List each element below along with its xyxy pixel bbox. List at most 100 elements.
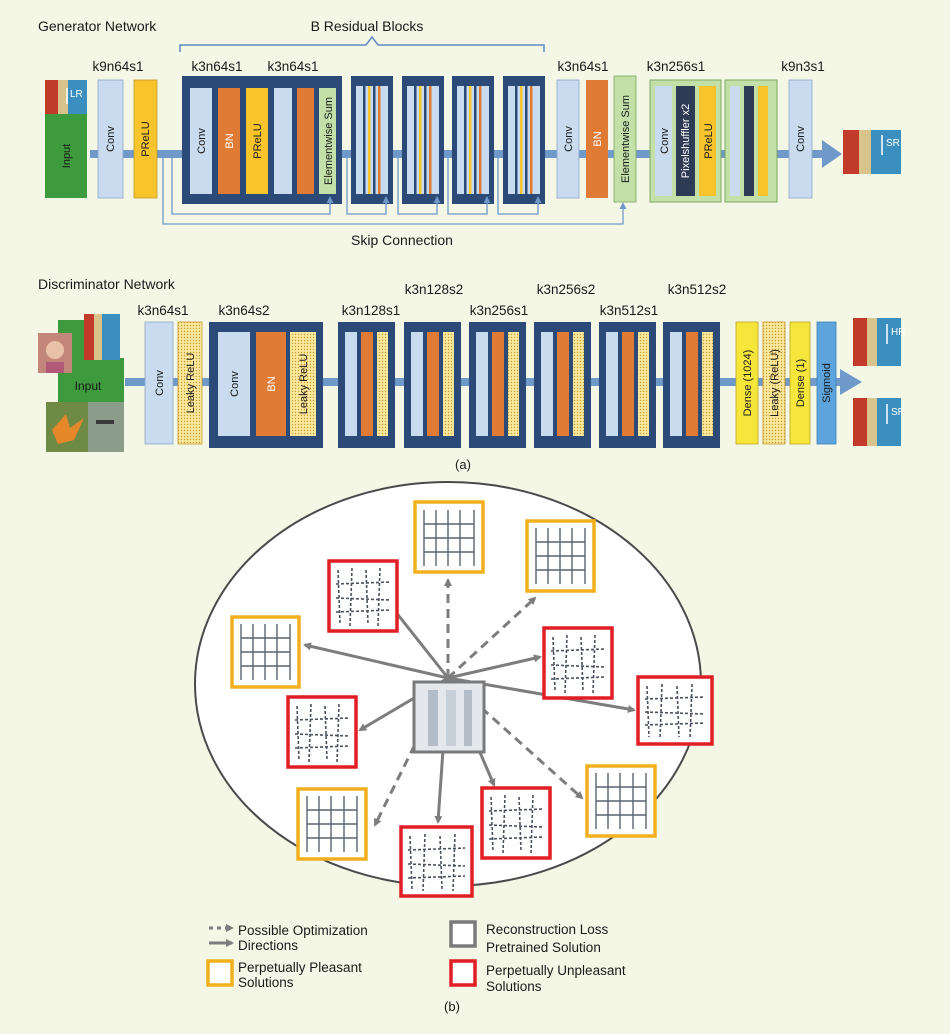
disc-param-1: k3n64s2: [218, 303, 269, 318]
disc-block-6: [599, 322, 656, 448]
residual-block-3: [402, 76, 444, 204]
disc-block-1-conv: [218, 332, 250, 436]
disc-leaky-2: [762, 321, 786, 445]
disc-block-7: [663, 322, 720, 448]
disc-param-0: k3n64s1: [137, 303, 188, 318]
up1-conv: [655, 86, 672, 196]
disc-hr-image: HR: [853, 318, 905, 366]
disc-dense-1024-label: Dense (1024): [742, 350, 754, 417]
pleasant-solution-2: [525, 519, 596, 593]
disc-block-1-bn-label: BN: [266, 376, 278, 391]
res1-prelu: [246, 88, 268, 194]
legend-unpleasant-line1: Perpetually Unpleasant: [486, 963, 626, 978]
disc-block-1-leaky-label: Leaky ReLU: [298, 354, 310, 415]
gen-bn-2: [586, 80, 608, 198]
pleasant-solution-5: [296, 787, 368, 861]
unpleasant-solution-3: [636, 675, 714, 746]
residual-blocks-label: B Residual Blocks: [311, 18, 424, 34]
disc-leaky-2-label: Leaky (ReLU): [769, 349, 781, 417]
legend-reconstruction-line2: Pretrained Solution: [486, 940, 601, 955]
res1-bn-a-label: BN: [224, 133, 236, 148]
disc-block-2: [338, 322, 395, 448]
unpleasant-solution-4: [286, 695, 358, 769]
disc-block-1-conv-label: Conv: [229, 371, 241, 397]
gen-bn-2-label: BN: [592, 131, 604, 146]
disc-param-3: k3n128s2: [405, 282, 464, 297]
up1-pixelshuffler-label: Pixelshuffler x2: [680, 104, 692, 178]
gen-conv-final: [788, 79, 813, 199]
skip-connection-label: Skip Connection: [351, 232, 453, 248]
gen-sr-label: SR: [886, 138, 900, 149]
param-post-conv: k3n64s1: [557, 59, 608, 74]
pleasant-solution-4: [585, 764, 657, 838]
param-res-conv1: k3n64s1: [191, 59, 242, 74]
disc-leaky-1-label: Leaky ReLU: [185, 353, 197, 414]
res1-conv-b: [274, 88, 292, 194]
disc-param-2: k3n128s1: [342, 303, 401, 318]
gen-prelu-1: [133, 79, 158, 199]
lr-label: LR: [70, 89, 83, 100]
gen-input-label: Input: [61, 144, 73, 168]
legend-unpleasant-swatch: [449, 959, 477, 987]
res1-sum-label: Elementwise Sum: [323, 97, 335, 185]
gen-sum-2-label: Elementwise Sum: [620, 95, 632, 183]
discriminator-title: Discriminator Network: [38, 276, 176, 292]
gen-conv-1-label: Conv: [105, 126, 117, 152]
generator-network: Generator Network B Residual Blocks k9n6…: [38, 18, 901, 248]
disc-dense-1: [789, 321, 811, 445]
gen-conv-1: [97, 79, 124, 199]
up1-prelu: [699, 86, 716, 196]
gen-conv-final-label: Conv: [795, 126, 807, 152]
disc-dense-1024: [735, 321, 759, 445]
residual-skip-loops: [171, 154, 542, 215]
residual-block-4: [452, 76, 494, 204]
disc-conv-1-label: Conv: [154, 370, 166, 396]
disc-block-1-bn: [256, 332, 286, 436]
unpleasant-solution-2: [542, 626, 614, 700]
disc-param-6: k3n512s1: [600, 303, 659, 318]
pleasant-solution-3: [230, 615, 301, 689]
gen-conv-2-label: Conv: [563, 126, 575, 152]
disc-sr-label: SR: [891, 407, 905, 418]
res1-conv-a-label: Conv: [196, 128, 208, 154]
residual-block-2: [351, 76, 393, 204]
generator-flow-arrowhead: [822, 140, 842, 168]
generator-title: Generator Network: [38, 18, 157, 34]
disc-dense-1-label: Dense (1): [795, 359, 807, 407]
pretrained-solution-thumbnail: [412, 680, 486, 754]
disc-param-7: k3n512s2: [668, 282, 727, 297]
disc-input-label: Input: [75, 379, 102, 393]
disc-sigmoid-label: Sigmoid: [821, 363, 833, 403]
legend-pleasant-line2: Solutions: [238, 975, 294, 990]
disc-flow-arrowhead: [840, 369, 862, 395]
disc-sigmoid: [816, 321, 837, 445]
caption-b: (b): [444, 999, 460, 1014]
legend-reconstruction-swatch: [449, 920, 477, 948]
disc-conv-1: [144, 321, 174, 445]
res1-sum: [319, 88, 336, 194]
param-final-conv: k9n3s1: [781, 59, 825, 74]
long-skip-connection: [162, 154, 627, 225]
up1-conv-label: Conv: [659, 128, 671, 154]
legend-pleasant-line1: Perpetually Pleasant: [238, 960, 362, 975]
disc-block-4: [469, 322, 526, 448]
disc-param-5: k3n256s2: [537, 282, 596, 297]
res1-bn-a: [218, 88, 240, 194]
caption-a: (a): [455, 457, 471, 472]
residual-brace: [179, 35, 545, 52]
disc-param-4: k3n256s1: [470, 303, 529, 318]
param-k9n64s1: k9n64s1: [92, 59, 143, 74]
residual-block-5: [503, 76, 545, 204]
res1-bn-b: [297, 88, 314, 194]
up1-pixelshuffler: [676, 86, 695, 196]
gen-conv-2: [556, 79, 580, 199]
param-upsample: k3n256s1: [647, 59, 706, 74]
gen-input-block: [45, 114, 87, 198]
unpleasant-solution-6: [399, 825, 474, 898]
unpleasant-solution-1: [327, 559, 399, 633]
res1-prelu-label: PReLU: [252, 123, 264, 159]
lr-image: LR: [45, 80, 87, 114]
disc-block-1-leaky: [290, 332, 316, 436]
gen-sum-2: [613, 75, 637, 203]
legend-pleasant-swatch: [206, 959, 234, 987]
